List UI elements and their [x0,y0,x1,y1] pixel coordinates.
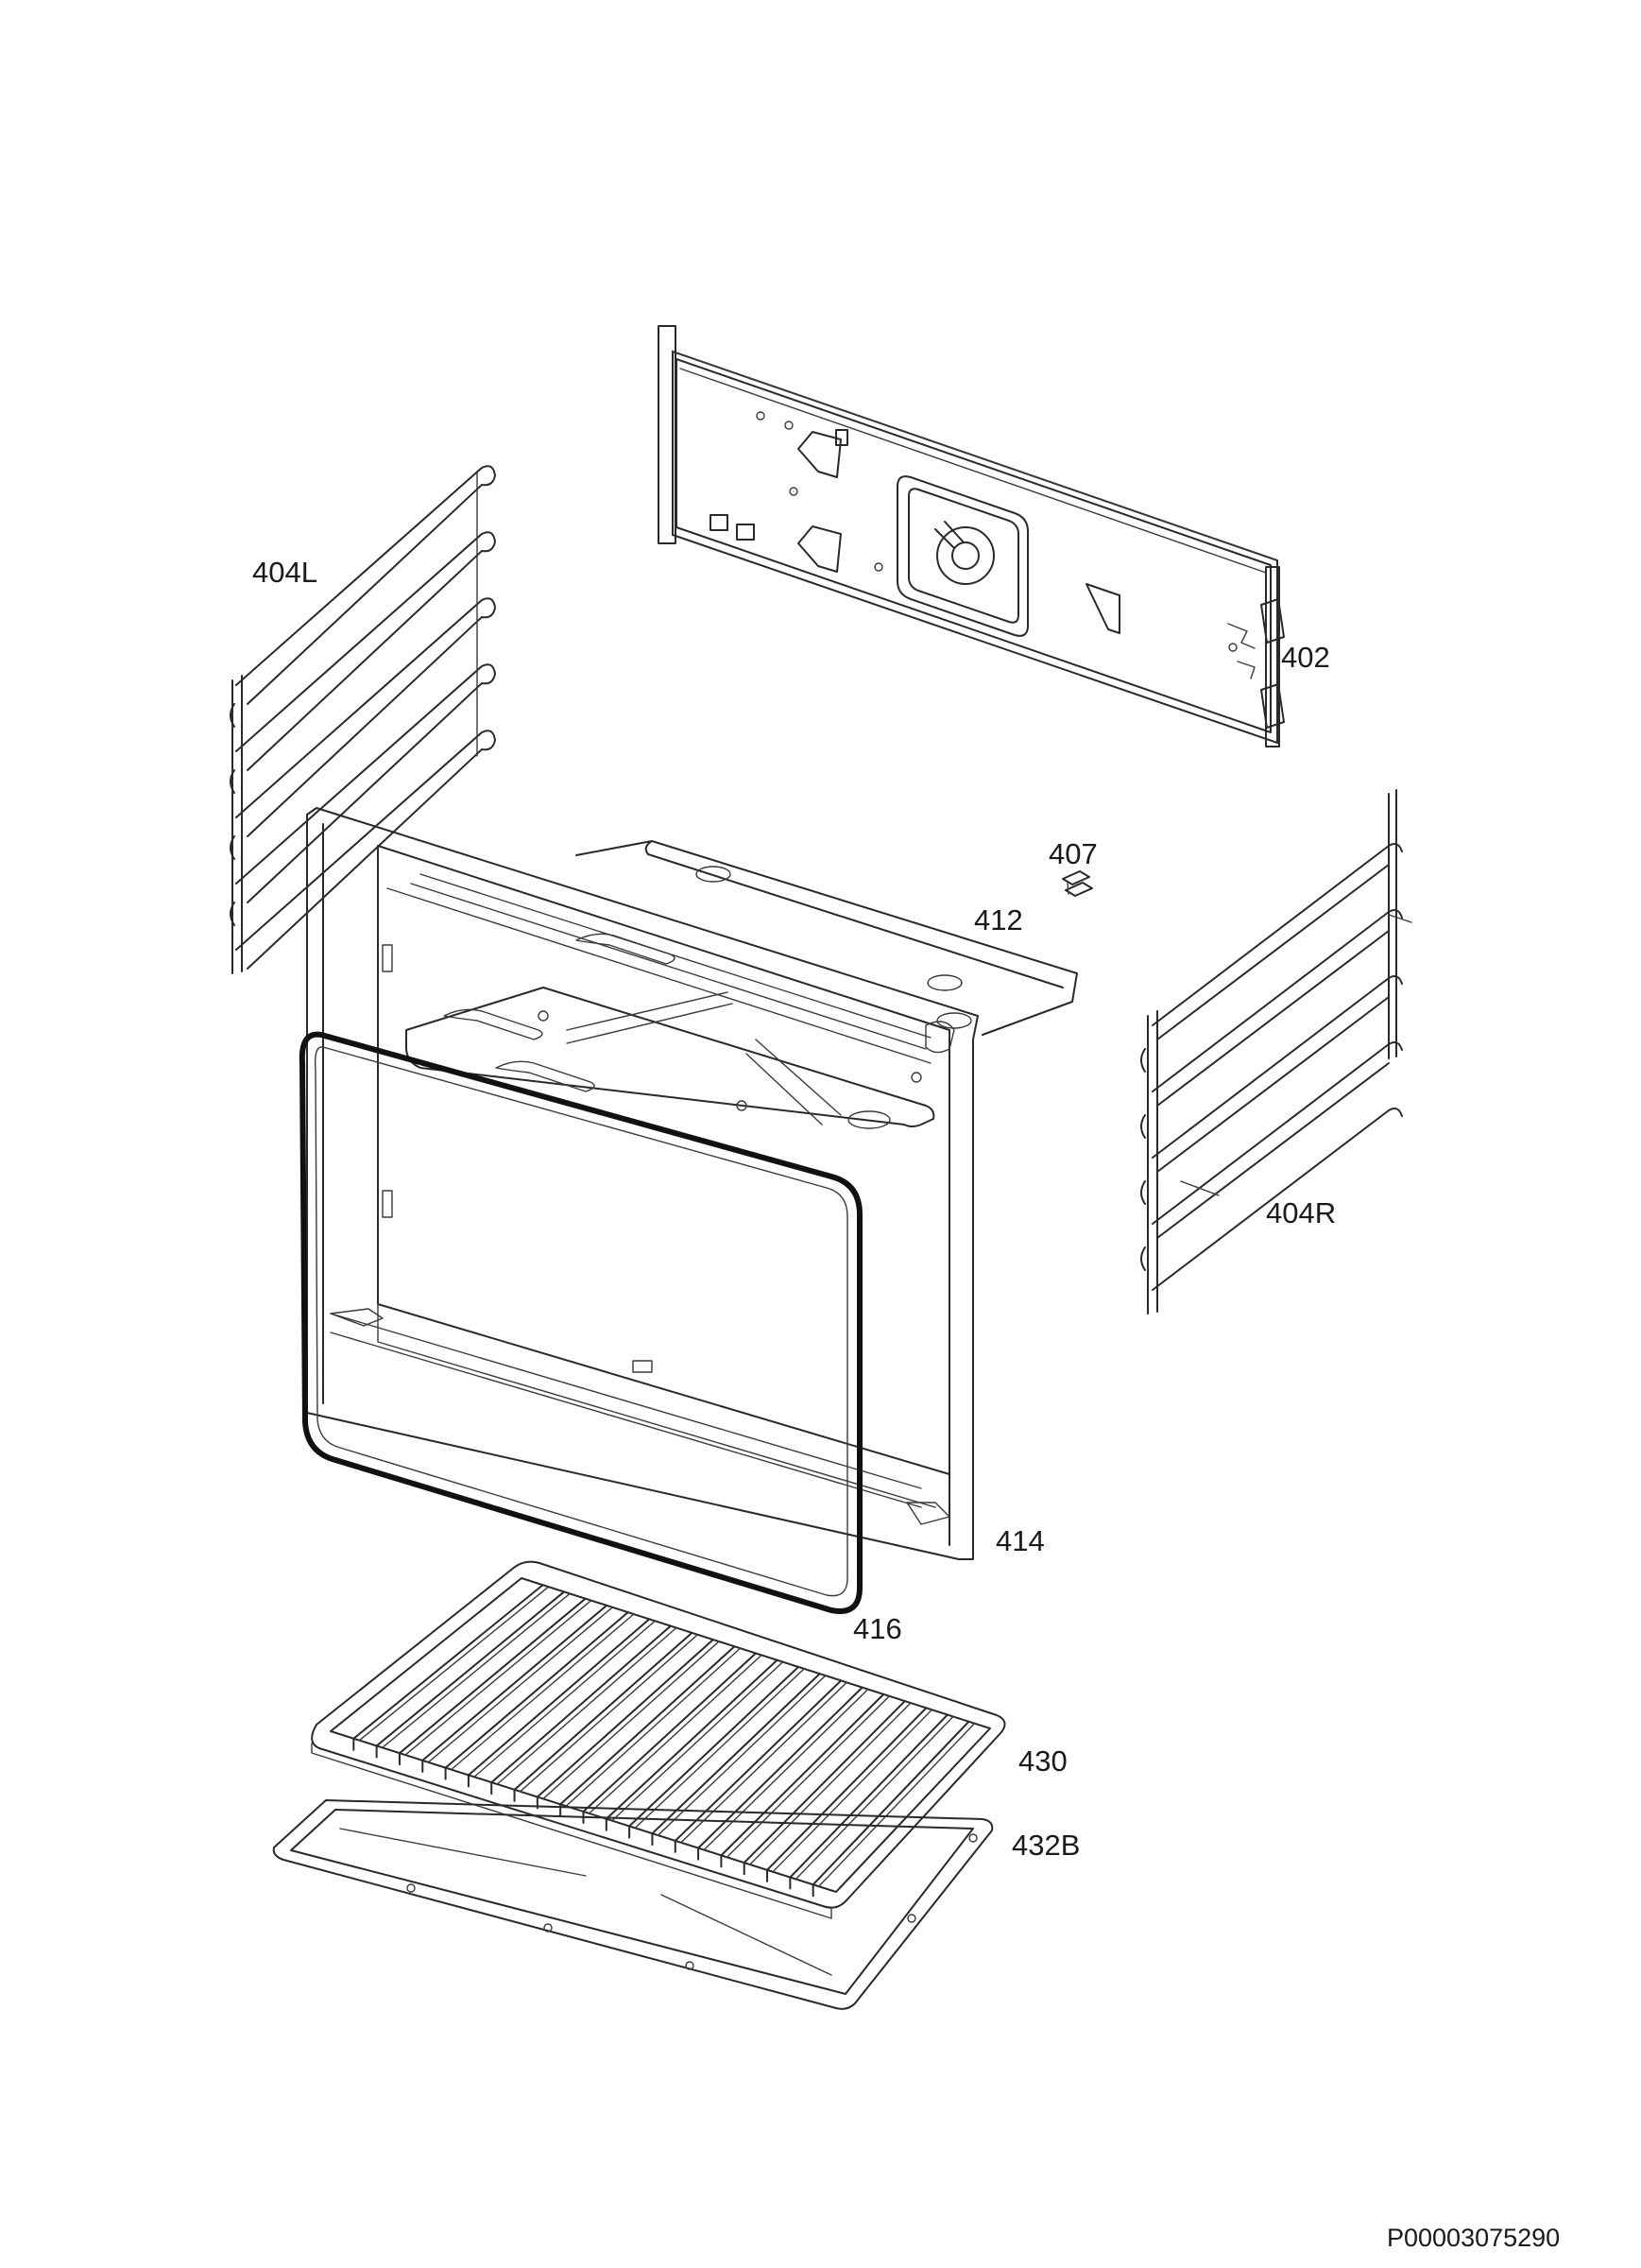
shelf-wire [766,1707,928,1871]
part-404L-left-shelf-runner [230,465,496,974]
shelf-wire-shadow [427,1606,613,1763]
shelf-wire [789,1713,949,1879]
callout-416: 416 [853,1612,902,1645]
part-416-door-seal [299,1031,863,1614]
shelf-wire-shadow [726,1695,890,1859]
callout-402: 402 [1281,641,1330,674]
callout-407: 407 [1049,837,1098,870]
callout-430: 430 [1018,1744,1068,1778]
shelf-wire-shadow [496,1626,677,1785]
shelf-wire-shadow [657,1675,827,1836]
part-407-clip [1062,870,1093,897]
shelf-wire-shadow [473,1620,656,1778]
shelf-wire [513,1631,693,1791]
shelf-wire-shadow [588,1654,762,1814]
shelf-wire [812,1720,970,1886]
shelf-wire [398,1597,587,1755]
shelf-wire [651,1673,821,1835]
shelf-wire [674,1679,843,1842]
callout-404R: 404R [1266,1196,1337,1229]
shelf-wire [490,1624,672,1784]
part-404R-right-shelf-runner [1140,789,1412,1314]
shelf-wire-shadow [358,1586,550,1742]
shelf-wire-shadow [565,1647,742,1807]
shelf-wire-shadow [749,1702,912,1865]
shelf-wire-shadow [450,1613,635,1771]
shelf-wire-shadow [634,1668,805,1830]
shelf-wire [720,1692,885,1857]
shelf-wire-shadow [519,1634,699,1793]
part-412-oven-cavity [306,807,1078,1560]
shelf-wire-shadow [795,1715,954,1881]
shelf-wire [375,1590,566,1747]
shelf-wire-shadow [611,1661,784,1822]
shelf-wire [628,1665,800,1828]
shelf-wire [467,1618,651,1777]
shelf-wire [605,1658,778,1820]
callout-432B: 432B [1012,1829,1081,1862]
document-id: P00003075290 [1387,2224,1561,2252]
shelf-wire-shadow [817,1723,976,1887]
shelf-wire-shadow [772,1709,933,1873]
shelf-wire-shadow [703,1688,869,1851]
shelf-wire-shadow [680,1681,847,1844]
shelf-wire [582,1652,757,1813]
part-430-wire-shelf [311,1560,1006,1919]
shelf-wire [536,1639,714,1798]
callout-414: 414 [996,1524,1045,1557]
part-432B-baking-tray [272,1799,994,2010]
callout-404L: 404L [252,556,317,589]
shelf-wire [743,1700,906,1864]
shelf-wire-shadow [542,1641,720,1800]
shelf-wire-shadow [404,1599,592,1756]
part-402-rear-panel [658,325,1285,747]
shelf-wire [421,1604,608,1761]
shelf-wire-shadow [381,1592,571,1749]
shelf-wire [352,1584,544,1740]
shelf-wire [444,1611,629,1769]
callout-412: 412 [974,903,1023,936]
shelf-wire [559,1645,736,1806]
